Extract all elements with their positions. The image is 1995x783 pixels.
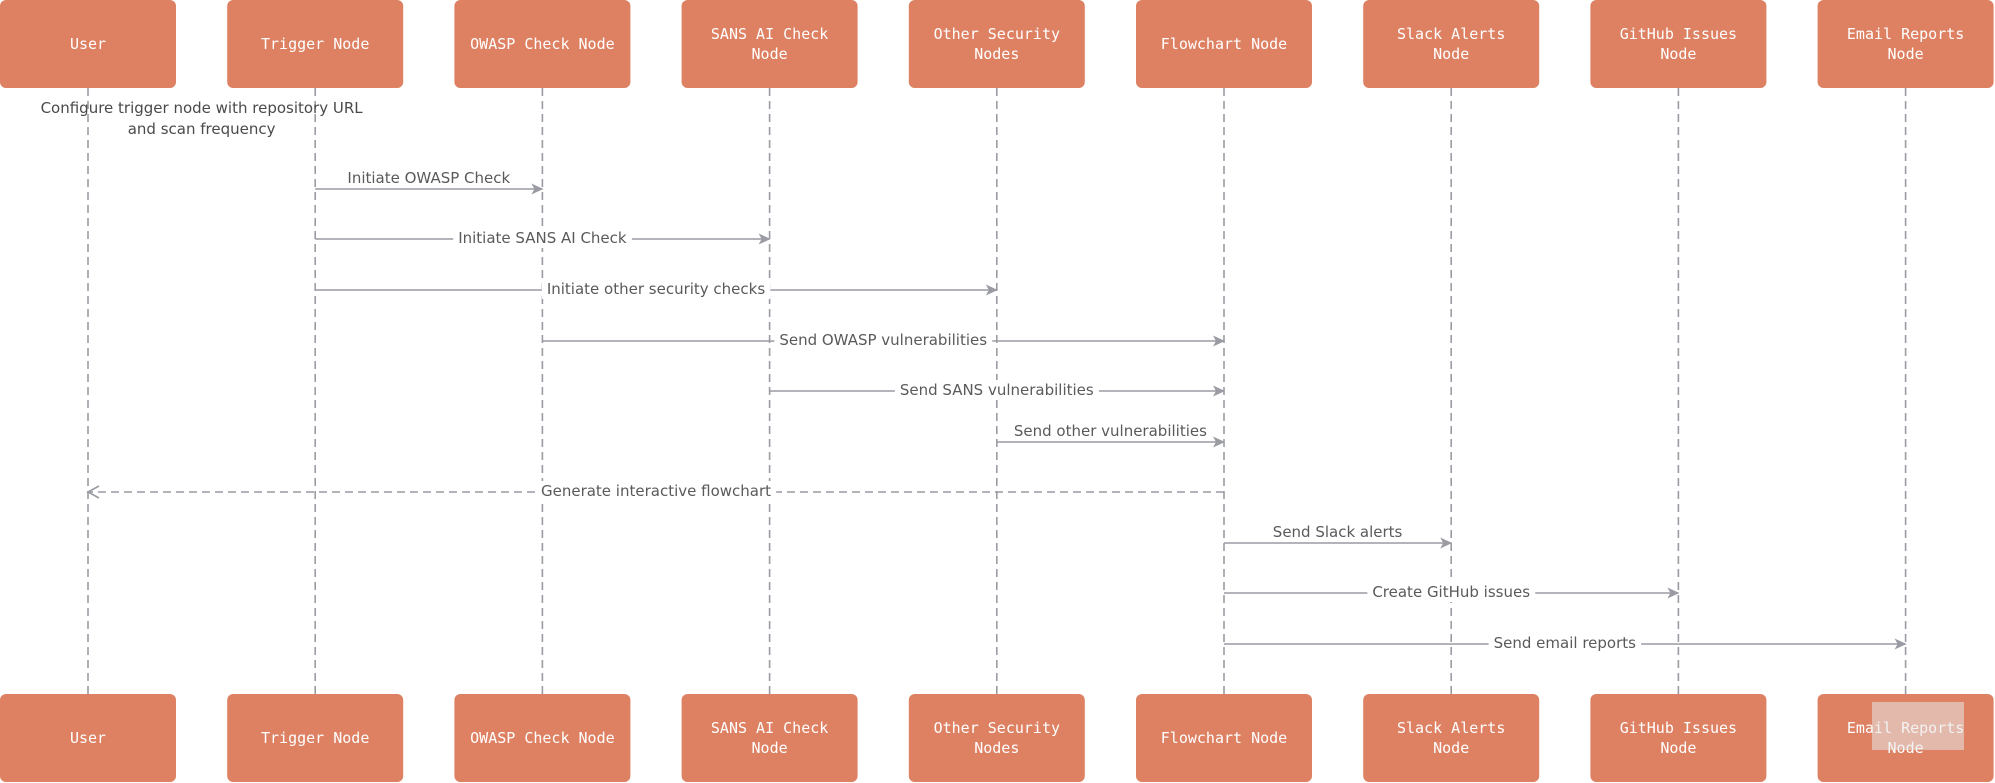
participant-box [1590,0,1767,88]
participant-label: Node [1660,45,1696,63]
participant-label: SANS AI Check [711,719,828,737]
participant-top-flowchart[interactable]: Flowchart Node [1136,0,1312,88]
message-label-bg [342,168,516,188]
message-label: Send Slack alerts [1273,523,1403,541]
message-label-bg [894,380,1099,400]
participant-label: Trigger Node [261,35,369,53]
participant-box [227,0,404,88]
participant-bottom-owasp[interactable]: OWASP Check Node [454,694,631,782]
message-label-bg [1367,582,1536,602]
participant-bottom-flowchart[interactable]: Flowchart Node [1136,694,1312,782]
message-label: Send other vulnerabilities [1014,422,1207,440]
message-label: Generate interactive flowchart [541,482,771,500]
participant-box [1363,694,1540,782]
participant-box [681,694,858,782]
participant-label: Flowchart Node [1161,35,1287,53]
message-label-bg [1488,633,1642,653]
message-10: Send email reports [1224,633,1907,653]
message-1: Initiate OWASP Check [315,168,544,195]
message-label: Initiate OWASP Check [347,169,510,187]
participant-label: Other Security [934,719,1060,737]
message-9: Create GitHub issues [1224,582,1680,602]
watermark-overlay [1872,702,1964,750]
participant-label: GitHub Issues [1620,25,1737,43]
participant-label: Nodes [974,45,1019,63]
message-label: Create GitHub issues [1372,583,1530,601]
participant-box [681,0,858,88]
message-label-bg [453,228,632,248]
participant-box [908,694,1085,782]
participant-label: Node [1660,739,1696,757]
participant-label: OWASP Check Node [470,35,615,53]
message-8: Send Slack alerts [1224,522,1453,549]
message-label: Send SANS vulnerabilities [900,381,1094,399]
participant-label: Nodes [974,739,1019,757]
participant-box [454,0,631,88]
participant-label: Email Reports [1847,25,1964,43]
note-text: and scan frequency [128,120,276,138]
participant-box [454,694,631,782]
note-text: Configure trigger node with repository U… [41,99,364,117]
participant-label: Node [752,739,788,757]
participant-label: Slack Alerts [1397,25,1505,43]
participant-label: User [70,729,106,747]
participant-box [1136,694,1312,782]
message-label-bg [1267,522,1408,542]
message-label-bg [535,481,777,501]
message-3: Initiate other security checks [315,279,998,299]
participant-label: SANS AI Check [711,25,828,43]
participant-label: User [70,35,106,53]
participant-box [1136,0,1312,88]
message-label: Send email reports [1494,634,1636,652]
participant-box [1817,0,1994,88]
participant-label: Node [1888,45,1924,63]
message-label-bg [774,330,993,350]
participant-label: Node [1433,45,1469,63]
participant-label: Other Security [934,25,1060,43]
message-label: Initiate other security checks [547,280,766,298]
participant-label: Node [752,45,788,63]
participant-top-trigger[interactable]: Trigger Node [227,0,404,88]
participant-top-user[interactable]: User [0,0,176,88]
message-label-bg [541,279,771,299]
message-label-bg [1008,421,1213,441]
message-2: Initiate SANS AI Check [315,228,771,248]
message-label: Initiate SANS AI Check [458,229,627,247]
participant-box [908,0,1085,88]
participant-bottom-trigger[interactable]: Trigger Node [227,694,404,782]
participant-label: Flowchart Node [1161,729,1287,747]
participant-box [227,694,404,782]
message-4: Send OWASP vulnerabilities [542,330,1225,350]
participant-label: Slack Alerts [1397,719,1505,737]
message-7: Generate interactive flowchart [86,481,1224,501]
participant-box [0,694,176,782]
participant-label: Node [1433,739,1469,757]
message-6: Send other vulnerabilities [996,421,1225,448]
message-label: Send OWASP vulnerabilities [779,331,987,349]
participant-bottom-user[interactable]: User [0,694,176,782]
participant-label: GitHub Issues [1620,719,1737,737]
message-5: Send SANS vulnerabilities [769,380,1225,400]
participant-label: OWASP Check Node [470,729,615,747]
participant-label: Trigger Node [261,729,369,747]
participant-top-owasp[interactable]: OWASP Check Node [454,0,631,88]
participant-box [0,0,176,88]
participant-box [1590,694,1767,782]
participant-box [1363,0,1540,88]
